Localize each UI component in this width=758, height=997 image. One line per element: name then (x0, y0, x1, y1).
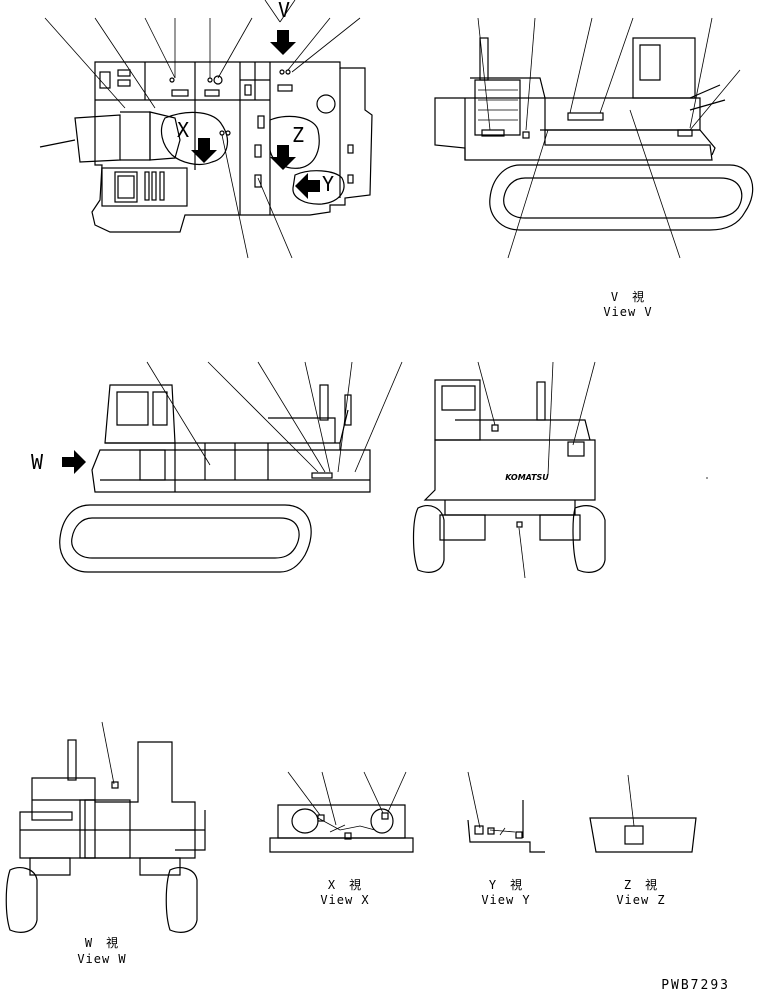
view-z-caption-jp: Z 視 (623, 878, 659, 892)
callout-v-letter: V (278, 0, 291, 22)
view-v-drawing (434, 17, 754, 259)
view-w-drawing (5, 721, 206, 933)
view-y-drawing (467, 771, 545, 853)
rear-view-drawing: KOMATSU (412, 361, 708, 579)
view-y-caption-jp: Y 視 (488, 878, 524, 892)
view-x-caption-en: View X (320, 893, 370, 907)
drawing-number: PWB7293 (661, 978, 730, 993)
view-x-drawing (269, 771, 414, 853)
view-w-caption-jp: W 視 (84, 936, 120, 950)
brand-decal-text: KOMATSU (505, 473, 549, 482)
callout-y-letter: Y (322, 172, 335, 196)
view-x-caption-jp: X 視 (327, 878, 363, 892)
side-view-drawing (59, 361, 403, 573)
view-v-caption-en: View V (603, 305, 653, 319)
callout-w-letter: W (31, 450, 44, 474)
view-z-drawing (589, 774, 697, 853)
view-w-caption-en: View W (77, 952, 127, 966)
view-z-caption-en: View Z (616, 893, 666, 907)
callout-z-letter: Z (292, 123, 305, 147)
view-v-caption-jp: V 視 (610, 290, 646, 304)
view-y-caption-en: View Y (481, 893, 531, 907)
top-plan-view (39, 0, 373, 259)
callout-x-letter: X (177, 118, 190, 142)
